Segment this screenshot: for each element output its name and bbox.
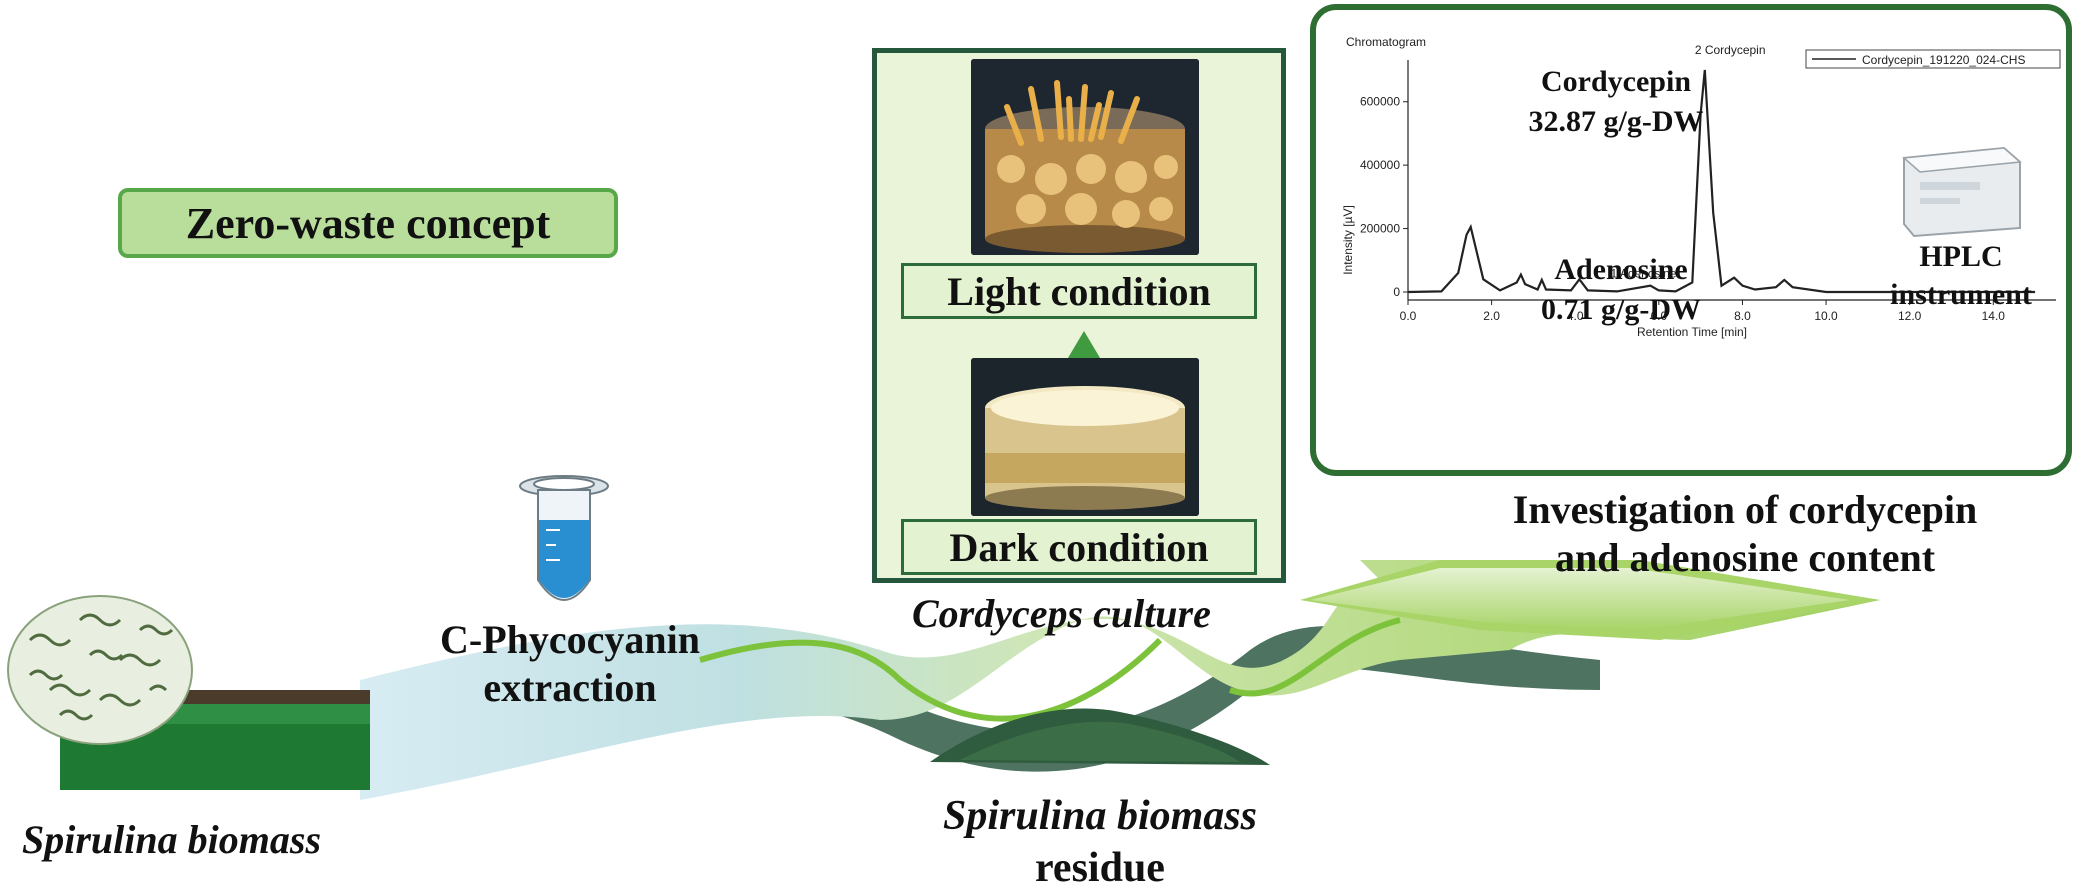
y-tick-label: 600000 [1360, 95, 1400, 109]
adenosine-name: Adenosine [1554, 253, 1688, 286]
y-axis-label: Intensity [µV] [1341, 205, 1355, 275]
hplc-line2: instrument [1890, 278, 2032, 311]
x-axis-label: Retention Time [min] [1637, 325, 1747, 339]
cordyceps-culture-panel: Light condition Dark condition [872, 48, 1286, 583]
light-condition-photo [971, 59, 1199, 255]
chart-axes [1407, 60, 2056, 301]
hplc-chromatogram-panel: Chromatogram Cordycepin_191220_024-CHS I… [1310, 4, 2072, 476]
phycocyanin-line2: extraction [483, 665, 657, 710]
y-tick-label: 0 [1393, 285, 1400, 299]
biomass-label: Spirulina biomass [22, 817, 322, 862]
test-tube-icon [519, 475, 609, 601]
chromatogram-header: Chromatogram [1346, 35, 1426, 49]
investigation-line2: and adenosine content [1554, 535, 1936, 580]
x-tick-label: 4.0 [1567, 309, 1584, 323]
residue-line1: Spirulina biomass [943, 793, 1257, 839]
culture-label: Cordyceps culture [912, 591, 1211, 636]
spirulina-filaments [28, 613, 174, 721]
investigation-line1: Investigation of cordycepin [1512, 487, 1978, 532]
hplc-instrument-label: HPLC instrument [1861, 238, 2061, 314]
hplc-line1: HPLC [1919, 240, 2003, 273]
x-tick-label: 0.0 [1400, 309, 1417, 323]
light-condition-text: Light condition [947, 268, 1211, 314]
x-ticks: 0.0 2.0 4.0 6.0 8.0 10.0 12.0 14.0 [1400, 300, 2006, 323]
x-tick-label: 2.0 [1483, 309, 1500, 323]
ribbon-edge-1 [699, 637, 1163, 722]
y-tick-label: 400000 [1360, 158, 1400, 172]
x-tick-label: 10.0 [1814, 309, 1838, 323]
residue-pile-highlight [960, 721, 1240, 762]
chromatogram-chart: Chromatogram Cordycepin_191220_024-CHS I… [1341, 35, 2061, 339]
y-tick-label: 200000 [1360, 222, 1400, 236]
spirulina-micrograph [7, 595, 193, 745]
x-tick-label: 12.0 [1898, 309, 1922, 323]
cordycepin-name: Cordycepin [1541, 65, 1691, 98]
adenosine-annotation: Adenosine 0.71 g/g-DW [1506, 250, 1736, 330]
dark-condition-photo [971, 358, 1199, 516]
phycocyanin-label: C-Phycocyanin extraction [400, 616, 740, 712]
light-culture-jar [971, 59, 1199, 255]
x-tick-label: 6.0 [1650, 309, 1667, 323]
legend-label: Cordycepin_191220_024-CHS [1862, 53, 2025, 67]
chromatogram-trace [1407, 69, 2036, 294]
ribbon-edge-2 [1229, 617, 1401, 697]
peak-adenosine-label: 1 Adenosine [1610, 267, 1676, 281]
light-condition-label: Light condition [901, 263, 1257, 319]
zero-waste-title: Zero-waste concept [185, 198, 551, 248]
adenosine-value: 0.71 g/g-DW [1541, 293, 1701, 326]
residue-label: Spirulina biomass residue [900, 790, 1300, 894]
cordycepin-annotation: Cordycepin 32.87 g/g-DW [1491, 62, 1741, 142]
phycocyanin-line1: C-Phycocyanin [440, 617, 700, 662]
x-tick-label: 14.0 [1982, 309, 2006, 323]
dark-culture-jar [971, 358, 1199, 516]
chart-legend: Cordycepin_191220_024-CHS [1805, 49, 2061, 69]
dark-condition-text: Dark condition [949, 524, 1209, 570]
investigation-label: Investigation of cordycepin and adenosin… [1430, 486, 2060, 582]
cordycepin-value: 32.87 g/g-DW [1528, 105, 1704, 138]
x-tick-label: 8.0 [1734, 309, 1751, 323]
ribbon-highlight [1310, 568, 1850, 630]
residue-line2: residue [1035, 845, 1165, 891]
zero-waste-concept-box: Zero-waste concept [118, 188, 618, 258]
peak-cordycepin-label: 2 Cordycepin [1695, 43, 1766, 57]
hplc-instrument-icon [1902, 146, 2022, 238]
y-ticks: 0 200000 400000 600000 [1360, 95, 1408, 299]
dark-condition-label: Dark condition [901, 519, 1257, 575]
